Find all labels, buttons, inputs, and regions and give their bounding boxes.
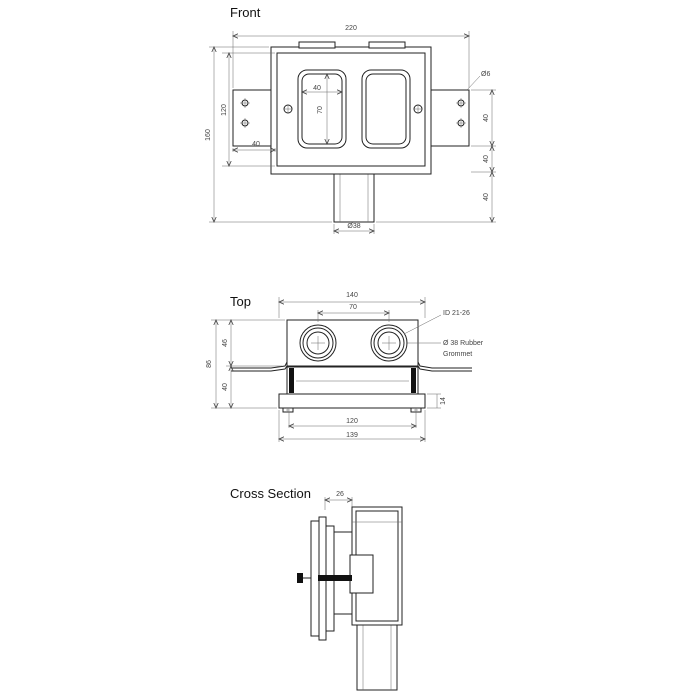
dim-top-height-40: 40 — [222, 383, 229, 391]
note-grommet-line1: Ø 38 Rubber — [443, 340, 484, 347]
dim-top-width-140: 140 — [346, 292, 358, 299]
cross-section-view: Cross Section 26 — [230, 486, 403, 691]
tab-hole-marks — [240, 98, 466, 128]
right-mounting-tab — [424, 89, 470, 147]
section-gasket — [297, 573, 352, 583]
top-flange — [278, 393, 426, 413]
front-dimensions: 220 40 70 120 160 40 Ø6 40 40 40 — [205, 25, 496, 234]
dim-hole-diameter: Ø6 — [481, 71, 490, 78]
front-pipe-outlet — [333, 171, 375, 223]
top-dimensions: 140 70 86 46 40 14 120 139 ID 21-26 Ø 38… — [206, 292, 484, 442]
front-screw-right — [413, 104, 423, 114]
dim-window-width: 40 — [313, 85, 321, 92]
top-box-body — [286, 319, 419, 395]
left-grommet — [299, 324, 337, 362]
dim-height-160: 160 — [205, 129, 212, 141]
note-inner-diameter: ID 21-26 — [443, 310, 470, 317]
dim-section-depth: 26 — [336, 491, 344, 498]
dim-tab-width: 40 — [252, 141, 260, 148]
dim-top-height-86: 86 — [206, 360, 213, 368]
dim-right-40-a: 40 — [483, 114, 490, 122]
dim-grommet-spacing: 70 — [349, 304, 357, 311]
dim-right-40-c: 40 — [483, 193, 490, 201]
dim-top-width-139: 139 — [346, 432, 358, 439]
section-pipe-outlet — [356, 623, 398, 691]
dim-right-40-b: 40 — [483, 155, 490, 163]
dim-overall-width: 220 — [345, 25, 357, 32]
front-housing — [270, 41, 432, 175]
cross-section-title: Cross Section — [230, 486, 311, 501]
top-title: Top — [230, 294, 251, 309]
dim-window-height: 70 — [317, 106, 324, 114]
dim-height-120: 120 — [221, 104, 228, 116]
front-title: Front — [230, 5, 261, 20]
section-dimension: 26 — [325, 491, 352, 510]
section-grommet-insert — [333, 531, 374, 615]
dim-top-width-120: 120 — [346, 418, 358, 425]
front-view: Front — [205, 5, 496, 234]
dim-pipe-diameter: Ø38 — [347, 223, 360, 230]
dim-top-height-46: 46 — [222, 339, 229, 347]
dim-flange-thickness: 14 — [440, 397, 447, 405]
top-view: Top — [206, 292, 484, 442]
front-screw-left — [283, 104, 293, 114]
left-mounting-tab — [232, 89, 278, 147]
note-grommet-line2: Grommet — [443, 351, 472, 358]
